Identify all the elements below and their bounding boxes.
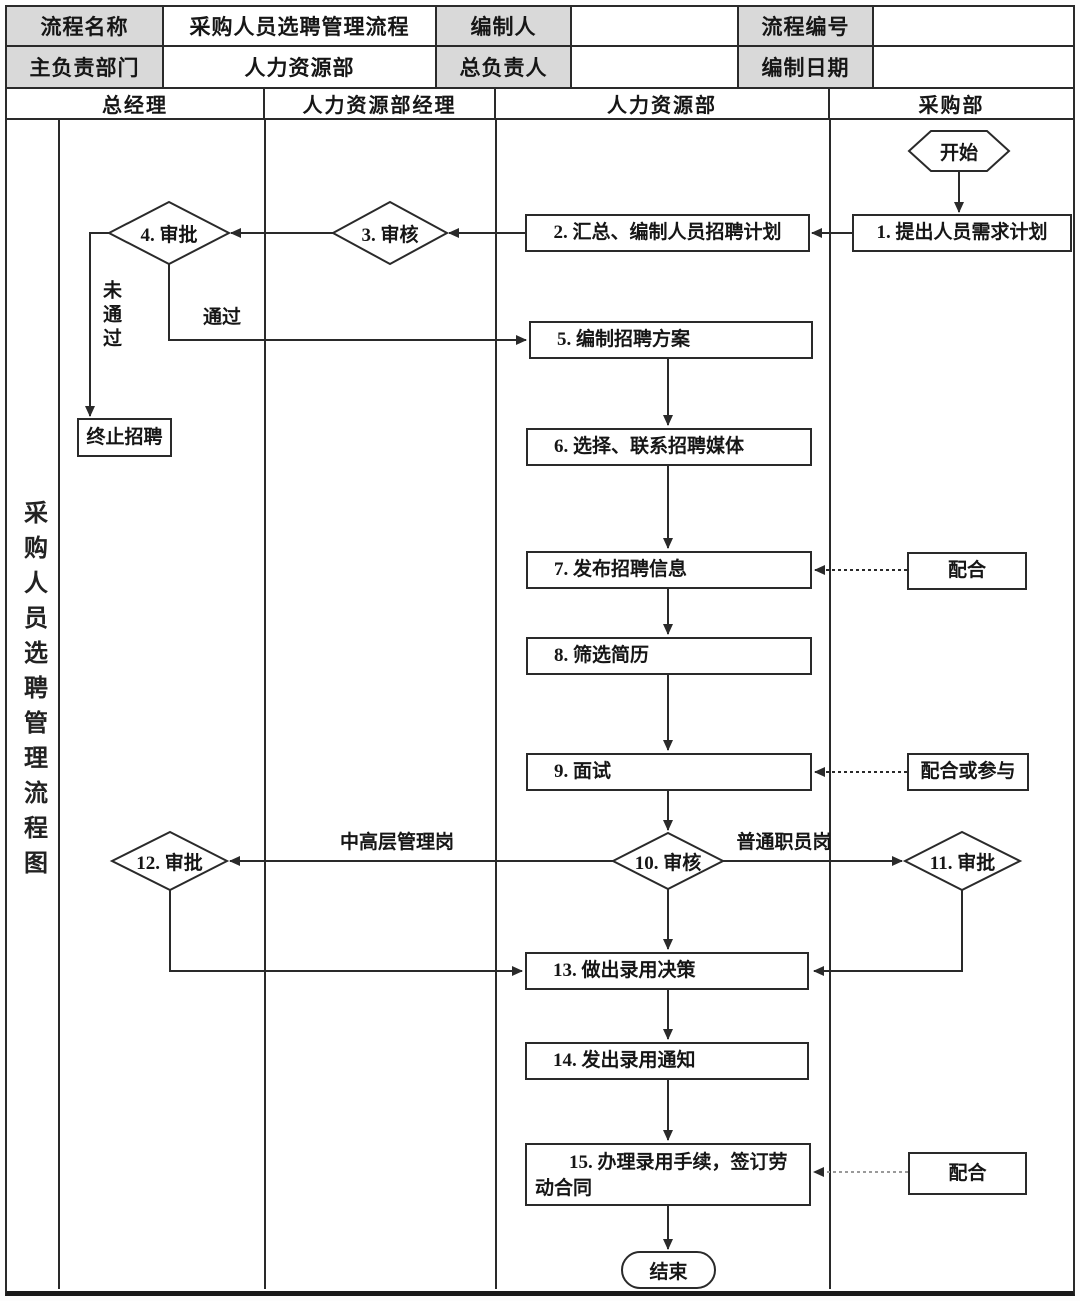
header-cell-dept-label: 主负责部门 <box>7 47 164 87</box>
header-cell-owner-label: 总负责人 <box>437 47 572 87</box>
cooperate-or-participate-box: 配合或参与 <box>907 753 1029 791</box>
step-14-box: 14. 发出录用通知 <box>525 1042 809 1080</box>
step-8-box: 8. 筛选简历 <box>526 637 812 675</box>
cooperate-box-2: 配合 <box>908 1152 1027 1195</box>
lane-header-row: 总经理 人力资源部经理 人力资源部 采购部 <box>5 89 1075 120</box>
step-5-box: 5. 编制招聘方案 <box>529 321 813 359</box>
step-9-box: 9. 面试 <box>526 753 812 791</box>
header-cell-author-label: 编制人 <box>437 7 572 47</box>
step-2-box: 2. 汇总、编制人员招聘计划 <box>525 214 810 252</box>
end-stadium <box>621 1251 716 1289</box>
header-cell-process-name-label: 流程名称 <box>7 7 164 47</box>
flowchart-canvas <box>58 120 1023 1289</box>
terminate-recruitment-box: 终止招聘 <box>77 418 172 457</box>
step-7-box: 7. 发布招聘信息 <box>526 551 812 589</box>
header-cell-process-no-label: 流程编号 <box>739 7 874 47</box>
step-6-box: 6. 选择、联系招聘媒体 <box>526 428 812 466</box>
connector-lines <box>85 171 964 1250</box>
diagram-body: 采购人员选聘管理流程图 开始 3. 审核 4. 审批 10. 审核 12. 审批… <box>5 120 1075 1296</box>
header-cell-date-value <box>874 47 1073 87</box>
header-table: 流程名称 采购人员选聘管理流程 编制人 流程编号 主负责部门 人力资源部 总负责… <box>5 5 1075 89</box>
side-title-text: 采购人员选聘管理流程图 <box>19 500 46 885</box>
lane-hr-manager: 人力资源部经理 <box>265 89 496 118</box>
header-cell-dept-value: 人力资源部 <box>164 47 437 87</box>
start-hexagon <box>907 130 1011 172</box>
edge-label-ordinary: 普通职员岗 <box>736 831 832 853</box>
cooperate-box-1: 配合 <box>907 552 1027 590</box>
decision-10-diamond <box>610 831 726 891</box>
step-1-box: 1. 提出人员需求计划 <box>852 214 1072 252</box>
lane-purchasing-dept: 采购部 <box>918 95 985 117</box>
header-cell-process-no-value <box>874 7 1073 47</box>
header-cell-author-value <box>572 7 739 47</box>
lane-general-manager: 总经理 <box>7 89 265 118</box>
decision-11-diamond <box>902 830 1023 892</box>
header-cell-date-label: 编制日期 <box>739 47 874 87</box>
flow-shapes <box>106 130 1023 1289</box>
lane-hr-department: 人力资源部 <box>496 89 830 118</box>
decision-4-diamond <box>106 200 232 266</box>
lane-divider-lines <box>58 120 831 1289</box>
header-cell-owner-value <box>572 47 739 87</box>
step-15-box: 15. 办理录用手续，签订劳动合同 <box>525 1143 811 1206</box>
decision-12-diamond <box>109 830 230 892</box>
decision-3-diamond <box>330 200 450 266</box>
edge-label-mid-senior: 中高层管理岗 <box>339 831 454 853</box>
step-13-box: 13. 做出录用决策 <box>525 952 809 990</box>
edge-label-not-passed: 未通过 <box>100 280 121 352</box>
header-cell-process-name-value: 采购人员选聘管理流程 <box>164 7 437 47</box>
side-title-column: 采购人员选聘管理流程图 <box>7 500 59 970</box>
edge-label-passed: 通过 <box>202 306 241 328</box>
